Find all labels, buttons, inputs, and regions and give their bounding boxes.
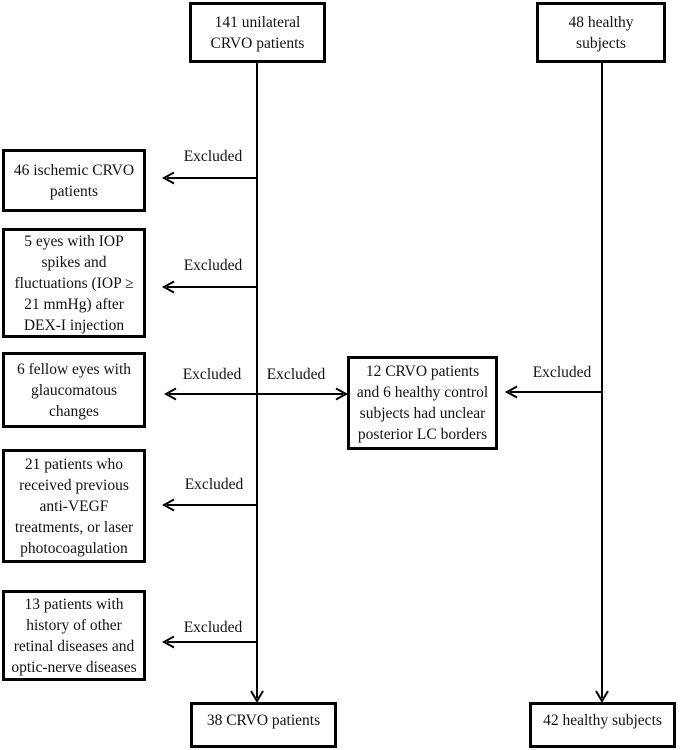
excluded-arrow-4-arrowhead-icon xyxy=(161,498,175,512)
excluded-label-1: Excluded xyxy=(183,148,243,165)
excluded-arrow-1-arrowhead-icon xyxy=(161,171,175,185)
node-excluded-iop-spikes-text: 5 eyes with IOP spikes and fluctuations … xyxy=(14,232,134,334)
crvo-trunk-arrowhead-icon xyxy=(250,690,264,703)
excluded-label-4: Excluded xyxy=(184,476,244,493)
node-excluded-prior-treatment-text: 21 patients who received previous anti-V… xyxy=(14,455,134,557)
node-excluded-ischemic: 46 ischemic CRVO patients xyxy=(2,149,146,212)
node-healthy-initial-text: 48 healthy subjects xyxy=(568,13,634,52)
node-excluded-other-diseases-text: 13 patients with history of other retina… xyxy=(11,595,137,676)
excluded-arrow-3-left-arrowhead-icon xyxy=(163,387,177,401)
node-crvo-initial-text: 141 unilateral CRVO patients xyxy=(210,13,305,52)
excluded-label-3-right: Excluded xyxy=(266,366,326,383)
excluded-label-6: Excluded xyxy=(532,364,592,381)
node-excluded-iop-spikes: 5 eyes with IOP spikes and fluctuations … xyxy=(2,228,146,338)
node-crvo-initial: 141 unilateral CRVO patients xyxy=(189,2,326,63)
node-healthy-initial: 48 healthy subjects xyxy=(536,2,666,63)
excluded-arrow-3-right-arrowhead-icon xyxy=(335,387,349,401)
node-excluded-unclear-lc: 12 CRVO patients and 6 healthy control s… xyxy=(347,356,498,450)
excluded-label-3-left: Excluded xyxy=(182,366,242,383)
node-healthy-final: 42 healthy subjects xyxy=(529,702,676,748)
node-crvo-final-text: 38 CRVO patients xyxy=(206,711,321,729)
excluded-arrow-2-arrowhead-icon xyxy=(161,280,175,294)
excluded-arrow-5-arrowhead-icon xyxy=(161,635,175,649)
node-excluded-other-diseases: 13 patients with history of other retina… xyxy=(2,590,146,681)
node-excluded-glaucomatous: 6 fellow eyes with glaucomatous changes xyxy=(2,352,146,428)
excluded-label-5: Excluded xyxy=(183,619,243,636)
excluded-label-2: Excluded xyxy=(183,257,243,274)
node-healthy-final-text: 42 healthy subjects xyxy=(543,711,662,729)
healthy-trunk-arrowhead-icon xyxy=(595,690,609,703)
excluded-arrow-6-arrowhead-icon xyxy=(504,385,518,399)
node-excluded-ischemic-text: 46 ischemic CRVO patients xyxy=(13,161,135,200)
node-crvo-final: 38 CRVO patients xyxy=(190,702,337,748)
node-excluded-prior-treatment: 21 patients who received previous anti-V… xyxy=(2,449,146,563)
node-excluded-glaucomatous-text: 6 fellow eyes with glaucomatous changes xyxy=(16,360,132,420)
node-excluded-unclear-lc-text: 12 CRVO patients and 6 healthy control s… xyxy=(356,363,489,443)
